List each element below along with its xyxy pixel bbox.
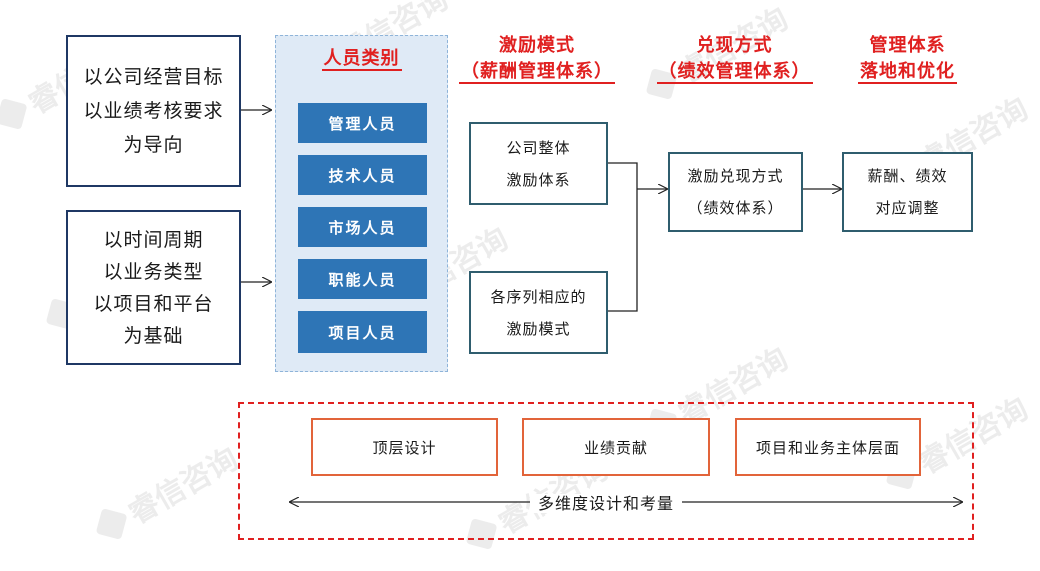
- goal-line: 以业绩考核要求: [83, 100, 224, 122]
- sequence-incentive-box: 各序列相应的 激励模式: [469, 271, 608, 354]
- dimension-performance: 业绩贡献: [522, 418, 710, 476]
- dimension-project-business: 项目和业务主体层面: [735, 418, 921, 476]
- company-incentive-box: 公司整体 激励体系: [469, 122, 608, 205]
- basis-line: 以时间周期: [103, 228, 204, 251]
- personnel-title: 人员类别: [321, 48, 402, 71]
- dimension-label-wrap: 多维度设计和考量: [238, 490, 974, 514]
- goal-line: 为导向: [123, 134, 184, 156]
- goal-orientation-box: 以公司经营目标 以业绩考核要求 为导向: [66, 35, 241, 187]
- merge-line-bottom: [608, 189, 638, 312]
- dimension-top-design: 顶层设计: [311, 418, 498, 476]
- realize-method-box: 激励兑现方式 （绩效体系）: [668, 152, 803, 232]
- category-market: 市场人员: [298, 207, 427, 247]
- basis-line: 以项目和平台: [93, 292, 214, 315]
- category-technical: 技术人员: [298, 155, 427, 195]
- header-incentive-mode: 激励模式 （薪酬管理体系）: [459, 35, 615, 84]
- dimension-label: 多维度设计和考量: [529, 494, 682, 513]
- goal-line: 以公司经营目标: [83, 66, 224, 88]
- basis-line: 为基础: [123, 324, 184, 347]
- adjust-box: 薪酬、绩效 对应调整: [842, 152, 973, 232]
- category-project: 项目人员: [298, 311, 427, 353]
- basis-box: 以时间周期 以业务类型 以项目和平台 为基础: [66, 210, 241, 365]
- dimension-frame: [238, 402, 974, 540]
- category-functional: 职能人员: [298, 259, 427, 299]
- category-management: 管理人员: [298, 103, 427, 143]
- header-realize-method: 兑现方式 （绩效管理体系）: [656, 35, 813, 84]
- header-management-system: 管理体系 落地和优化: [858, 35, 957, 84]
- merge-line-top: [608, 162, 638, 189]
- basis-line: 以业务类型: [103, 260, 204, 283]
